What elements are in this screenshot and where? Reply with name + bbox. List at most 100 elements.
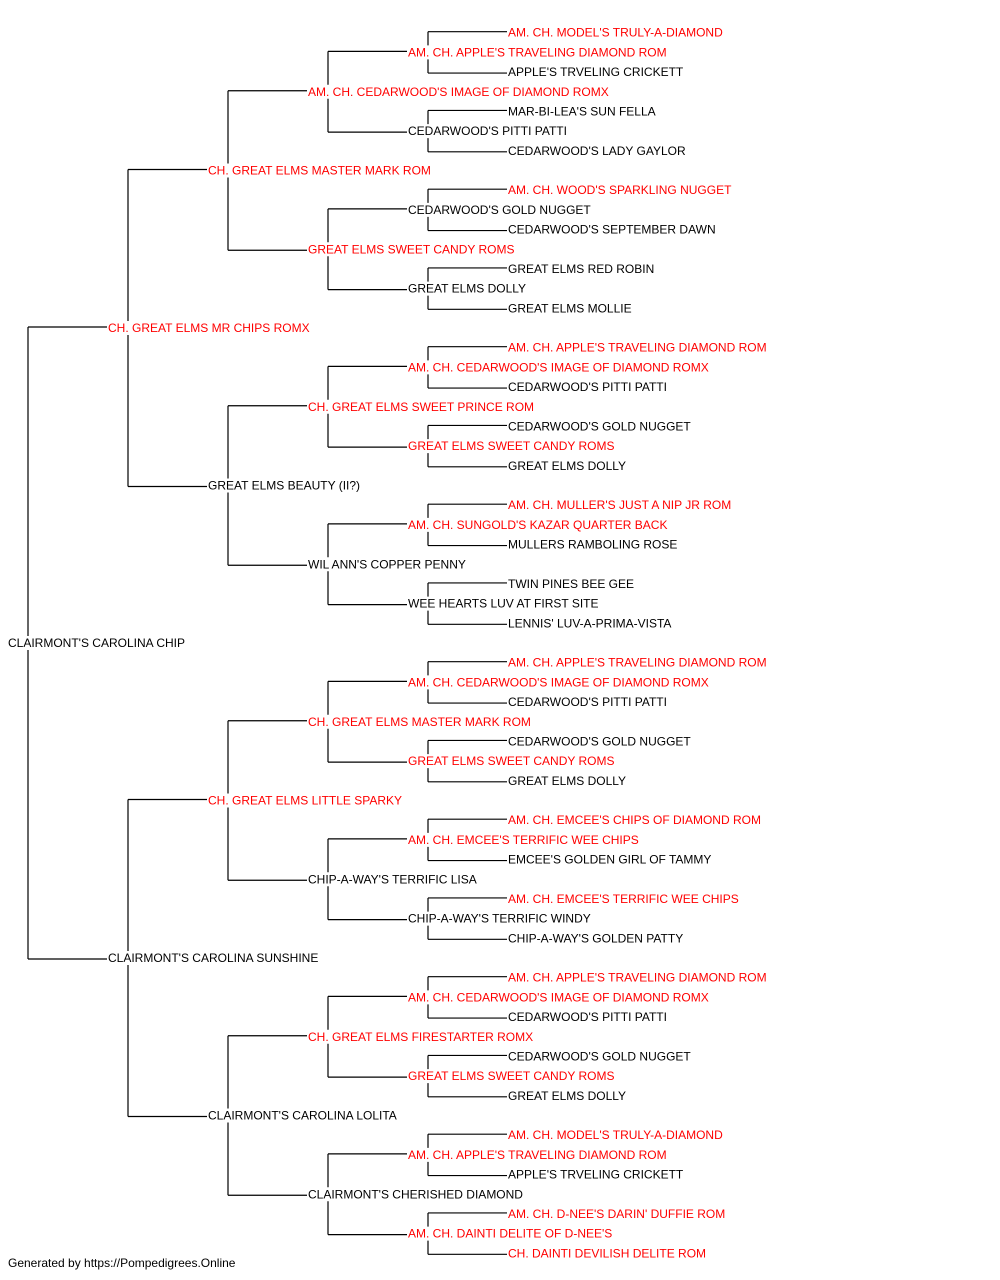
label-backing (307, 84, 603, 99)
dog-name-sire-sire-sire-sire: AM. CH. APPLE'S TRAVELING DIAMOND ROM (408, 45, 667, 59)
label-backing (507, 773, 623, 788)
label-backing (407, 1226, 638, 1241)
label-backing (307, 1187, 516, 1202)
dog-name-dam-dam-sire: CH. GREAT ELMS FIRESTARTER ROMX (308, 1030, 533, 1044)
label-backing (507, 537, 666, 552)
dog-name-sire-sire-dam-sire: CEDARWOOD'S GOLD NUGGET (408, 203, 591, 217)
label-backing (507, 143, 673, 158)
label-backing (507, 616, 687, 631)
label-backing (507, 576, 637, 591)
label-backing (407, 1069, 602, 1084)
dog-name-dam-dam-sire-dam-sire: CEDARWOOD'S GOLD NUGGET (508, 1049, 691, 1063)
label-backing (407, 990, 703, 1005)
label-backing (507, 65, 687, 80)
label-backing (407, 1147, 674, 1162)
dog-name-sire-sire-sire-dam: CEDARWOOD'S PITTI PATTI (408, 124, 567, 138)
label-backing (507, 25, 731, 40)
dog-name-dam-dam-dam: CLAIRMONT'S CHERISHED DIAMOND (308, 1187, 523, 1201)
label-backing (507, 734, 673, 749)
dog-name-dam-dam-dam-dam-dam: CH. DAINTI DEVILISH DELITE ROM (508, 1246, 706, 1260)
dog-name-dam-sire-dam-dam: CHIP-A-WAY'S TERRIFIC WINDY (408, 912, 591, 926)
dog-name-dam-sire-sire-dam-sire: CEDARWOOD'S GOLD NUGGET (508, 734, 691, 748)
dog-name-dam-sire-dam-sire: AM. CH. EMCEE'S TERRIFIC WEE CHIPS (408, 833, 639, 847)
label-backing (507, 695, 673, 710)
dog-name-sire-sire-dam: GREAT ELMS SWEET CANDY ROMS (308, 242, 514, 256)
label-backing (407, 675, 703, 690)
label-backing (7, 636, 187, 650)
label-backing (407, 911, 602, 926)
label-backing (507, 655, 774, 670)
dog-name-dam-dam-dam-sire-sire: AM. CH. MODEL'S TRULY-A-DIAMOND (508, 1128, 723, 1142)
label-backing (307, 714, 523, 729)
label-backing (507, 970, 774, 985)
label-backing (507, 1206, 745, 1221)
label-backing (307, 557, 466, 572)
label-backing (507, 340, 774, 355)
label-backing (407, 360, 703, 375)
dog-name-dam-dam-sire-dam: GREAT ELMS SWEET CANDY ROMS (408, 1069, 614, 1083)
label-backing (207, 793, 409, 808)
dog-name-dam-sire-sire-sire-sire: AM. CH. APPLE'S TRAVELING DIAMOND ROM (508, 656, 767, 670)
dog-name-dam-dam-sire-sire-dam: CEDARWOOD'S PITTI PATTI (508, 1010, 667, 1024)
dog-name-sire-dam-sire-sire-dam: CEDARWOOD'S PITTI PATTI (508, 380, 667, 394)
dog-name-sire-sire-dam-dam-dam: GREAT ELMS MOLLIE (508, 301, 632, 315)
dog-name-dam-sire-dam-sire-dam: EMCEE'S GOLDEN GIRL OF TAMMY (508, 853, 711, 867)
dog-name-dam-sire-dam-dam-sire: AM. CH. EMCEE'S TERRIFIC WEE CHIPS (508, 892, 739, 906)
label-backing (507, 852, 709, 867)
dog-name-dam-dam-dam-dam-sire: AM. CH. D-NEE'S DARIN' DUFFIE ROM (508, 1207, 725, 1221)
dog-name-dam: CLAIRMONT'S CAROLINA SUNSHINE (108, 951, 318, 965)
label-backing (507, 891, 752, 906)
dog-name-sire-dam-sire-sire-sire: AM. CH. APPLE'S TRAVELING DIAMOND ROM (508, 341, 767, 355)
label-backing (507, 104, 666, 119)
dog-name-dam-dam-sire-dam-dam: GREAT ELMS DOLLY (508, 1089, 626, 1103)
label-backing (107, 321, 309, 335)
label-backing (207, 1108, 402, 1123)
dog-name-sire-sire-dam-dam-sire: GREAT ELMS RED ROBIN (508, 262, 654, 276)
label-backing (307, 399, 531, 414)
label-backing (407, 45, 674, 60)
dog-name-dam-dam-dam-dam: AM. CH. DAINTI DELITE OF D-NEE'S (408, 1227, 612, 1241)
dog-name-sire-sire-sire-dam-dam: CEDARWOOD'S LADY GAYLOR (508, 144, 686, 158)
label-backing (507, 183, 731, 198)
dog-name-: CLAIRMONT'S CAROLINA CHIP (8, 636, 185, 650)
dog-name-dam-sire-sire-dam: GREAT ELMS SWEET CANDY ROMS (408, 754, 614, 768)
dog-name-dam-dam-dam-sire: AM. CH. APPLE'S TRAVELING DIAMOND ROM (408, 1148, 667, 1162)
dog-name-dam-dam-dam-sire-dam: APPLE'S TRVELING CRICKETT (508, 1168, 684, 1182)
label-backing (507, 1010, 673, 1025)
label-backing (207, 163, 423, 178)
label-backing (407, 124, 573, 139)
label-backing (407, 281, 523, 296)
dog-name-sire-sire-sire: AM. CH. CEDARWOOD'S IMAGE OF DIAMOND ROM… (308, 85, 609, 99)
dog-name-sire-dam-sire-dam-dam: GREAT ELMS DOLLY (508, 459, 626, 473)
dog-name-dam-sire-sire-sire-dam: CEDARWOOD'S PITTI PATTI (508, 695, 667, 709)
dog-name-dam-sire-dam: CHIP-A-WAY'S TERRIFIC LISA (308, 872, 477, 886)
dog-name-sire-dam-dam-dam-dam: LENNIS' LUV-A-PRIMA-VISTA (508, 616, 671, 630)
label-backing (307, 1029, 531, 1044)
dog-name-sire-sire-dam-sire-sire: AM. CH. WOOD'S SPARKLING NUGGET (508, 183, 732, 197)
dog-name-sire-dam-dam-dam: WEE HEARTS LUV AT FIRST SITE (408, 597, 599, 611)
dog-name-sire-dam-sire-sire: AM. CH. CEDARWOOD'S IMAGE OF DIAMOND ROM… (408, 360, 709, 374)
dog-name-sire-dam: GREAT ELMS BEAUTY (II?) (208, 479, 360, 493)
label-backing (507, 1128, 731, 1143)
dog-name-sire-sire: CH. GREAT ELMS MASTER MARK ROM (208, 164, 431, 178)
dog-name-dam-sire-sire: CH. GREAT ELMS MASTER MARK ROM (308, 715, 531, 729)
label-backing (507, 1088, 623, 1103)
label-backing (507, 458, 623, 473)
dog-name-sire-sire-sire-dam-sire: MAR-BI-LEA'S SUN FELLA (508, 104, 656, 118)
label-backing (307, 242, 502, 257)
dog-name-dam-sire-sire-sire: AM. CH. CEDARWOOD'S IMAGE OF DIAMOND ROM… (408, 675, 709, 689)
label-backing (407, 596, 609, 611)
dog-name-sire-dam-dam: WIL ANN'S COPPER PENNY (308, 557, 466, 571)
label-backing (407, 754, 602, 769)
dog-name-sire-sire-sire-sire-sire: AM. CH. MODEL'S TRULY-A-DIAMOND (508, 26, 723, 40)
footer-credit: Generated by https://Pompedigrees.Online (8, 1256, 236, 1270)
label-backing (107, 951, 316, 965)
dog-name-sire-dam-dam-sire: AM. CH. SUNGOLD'S KAZAR QUARTER BACK (408, 518, 667, 532)
dog-name-sire-sire-sire-sire-dam: APPLE'S TRVELING CRICKETT (508, 65, 684, 79)
label-backing (507, 222, 695, 237)
name-labels: AM. CH. MODEL'S TRULY-A-DIAMOND APPLE'S T… (7, 25, 774, 1261)
dog-name-sire: CH. GREAT ELMS MR CHIPS ROMX (108, 321, 310, 335)
dog-name-sire-sire-dam-sire-dam: CEDARWOOD'S SEPTEMBER DAWN (508, 223, 716, 237)
dog-name-sire-dam-sire: CH. GREAT ELMS SWEET PRINCE ROM (308, 400, 534, 414)
